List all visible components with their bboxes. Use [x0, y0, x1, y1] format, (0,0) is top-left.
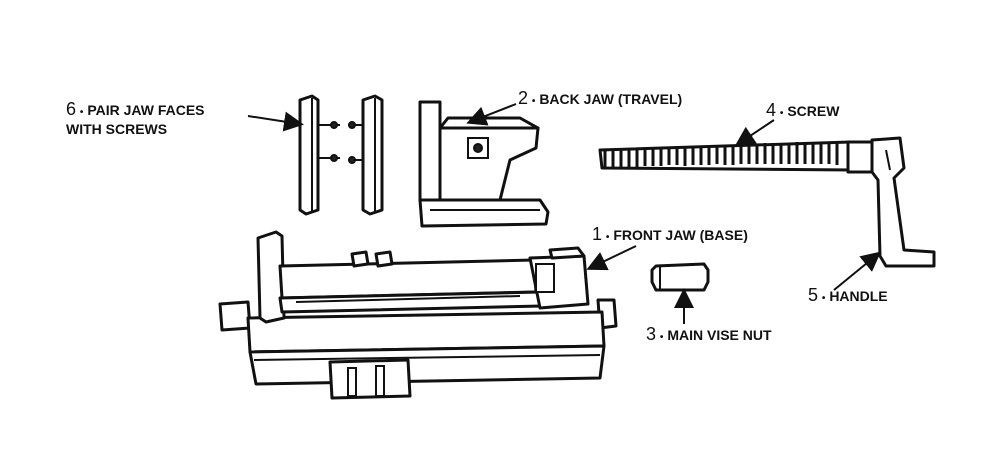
label-front-jaw-text: FRONT JAW (BASE) [613, 227, 748, 243]
front-jaw-base [218, 230, 618, 400]
label-front-jaw-bullet: • [605, 232, 610, 243]
handle [870, 136, 936, 268]
label-screw-number: 4 [766, 100, 777, 120]
leader-handle [833, 251, 882, 291]
label-back-jaw: 2 • BACK JAW (TRAVEL) [518, 88, 683, 110]
label-handle-text: HANDLE [829, 288, 888, 304]
jaw-face-screws [318, 121, 362, 164]
back-jaw [418, 100, 550, 228]
label-handle: 5 • HANDLE [808, 285, 888, 307]
jaw-face-right [361, 94, 384, 216]
leader-screw [734, 119, 775, 147]
label-screw-bullet: • [779, 108, 784, 119]
label-jaw-faces-bullet: • [79, 107, 84, 118]
main-vise-nut [650, 262, 710, 292]
label-vise-nut: 3 • MAIN VISE NUT [646, 324, 772, 346]
label-jaw-faces-number: 6 [66, 99, 77, 119]
label-vise-nut-bullet: • [659, 332, 664, 343]
label-front-jaw-number: 1 [592, 224, 603, 244]
label-back-jaw-number: 2 [518, 88, 529, 108]
label-screw: 4 • SCREW [766, 100, 840, 122]
leader-jaw-faces [247, 111, 304, 132]
leader-front-jaw [586, 245, 637, 271]
label-jaw-faces-line2: WITH SCREWS [66, 121, 168, 137]
leader-back-jaw [466, 103, 517, 126]
label-front-jaw: 1 • FRONT JAW (BASE) [592, 224, 748, 246]
label-handle-bullet: • [821, 293, 826, 304]
label-handle-number: 5 [808, 285, 819, 305]
label-jaw-faces: 6 • PAIR JAW FACES WITH SCREWS [66, 99, 205, 137]
label-back-jaw-bullet: • [531, 96, 536, 107]
label-jaw-faces-line1: PAIR JAW FACES [87, 102, 205, 118]
label-vise-nut-number: 3 [646, 324, 657, 344]
label-vise-nut-text: MAIN VISE NUT [667, 327, 772, 343]
label-back-jaw-text: BACK JAW (TRAVEL) [539, 91, 683, 107]
screw [598, 140, 876, 174]
jaw-face-left [298, 94, 320, 216]
label-screw-text: SCREW [787, 103, 840, 119]
